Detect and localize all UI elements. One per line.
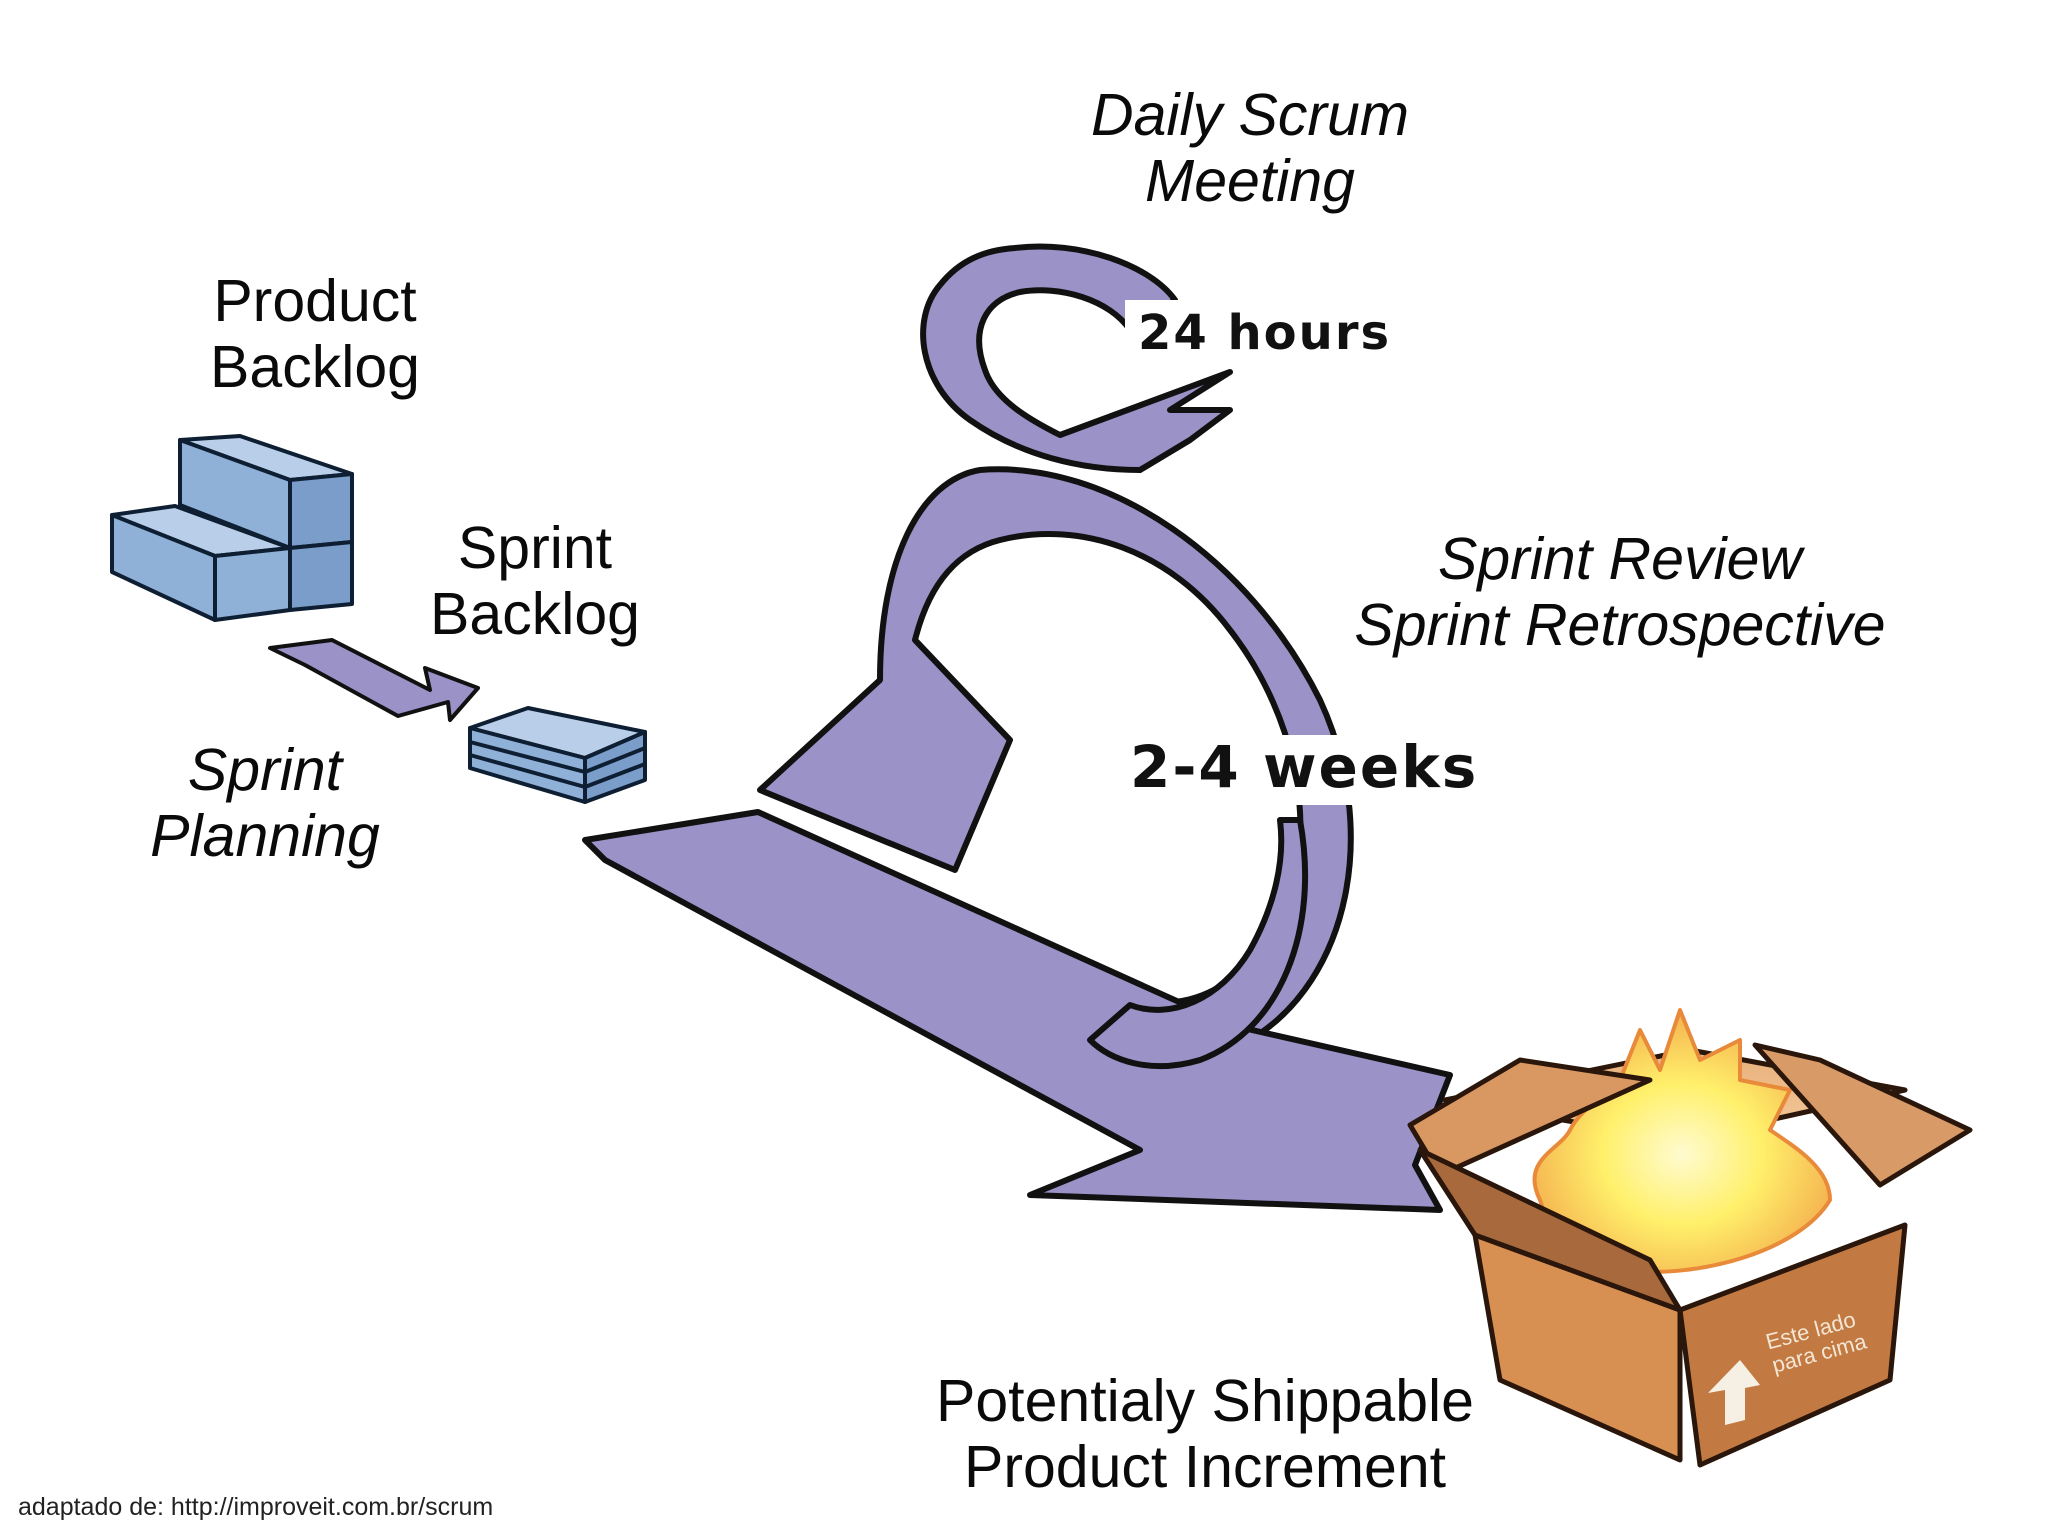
sprint-planning-label: Sprint Planning [150,737,380,870]
sprint-loop-front [1087,817,1309,1070]
open-box-icon [1407,1008,1973,1468]
planning-arrow [268,638,480,722]
sprint-backlog-label: Sprint Backlog [430,515,640,648]
product-backlog-blocks-icon [110,434,354,622]
up-arrow-icon [1708,1360,1760,1425]
sprint-review-label: Sprint Review Sprint Retrospective [1354,526,1886,659]
product-backlog-label: Product Backlog [210,268,420,401]
hours-label: 24 hours [1138,305,1392,361]
daily-scrum-label: Daily Scrum Meeting [1091,82,1409,215]
main-flow-arrow [582,809,1453,1213]
weeks-label: 2-4 weeks [1130,733,1479,801]
sprint-backlog-stack-icon [468,706,647,804]
increment-label: Potentialy Shippable Product Increment [936,1368,1474,1501]
credit-text: adaptado de: http://improveit.com.br/scr… [18,1493,494,1521]
